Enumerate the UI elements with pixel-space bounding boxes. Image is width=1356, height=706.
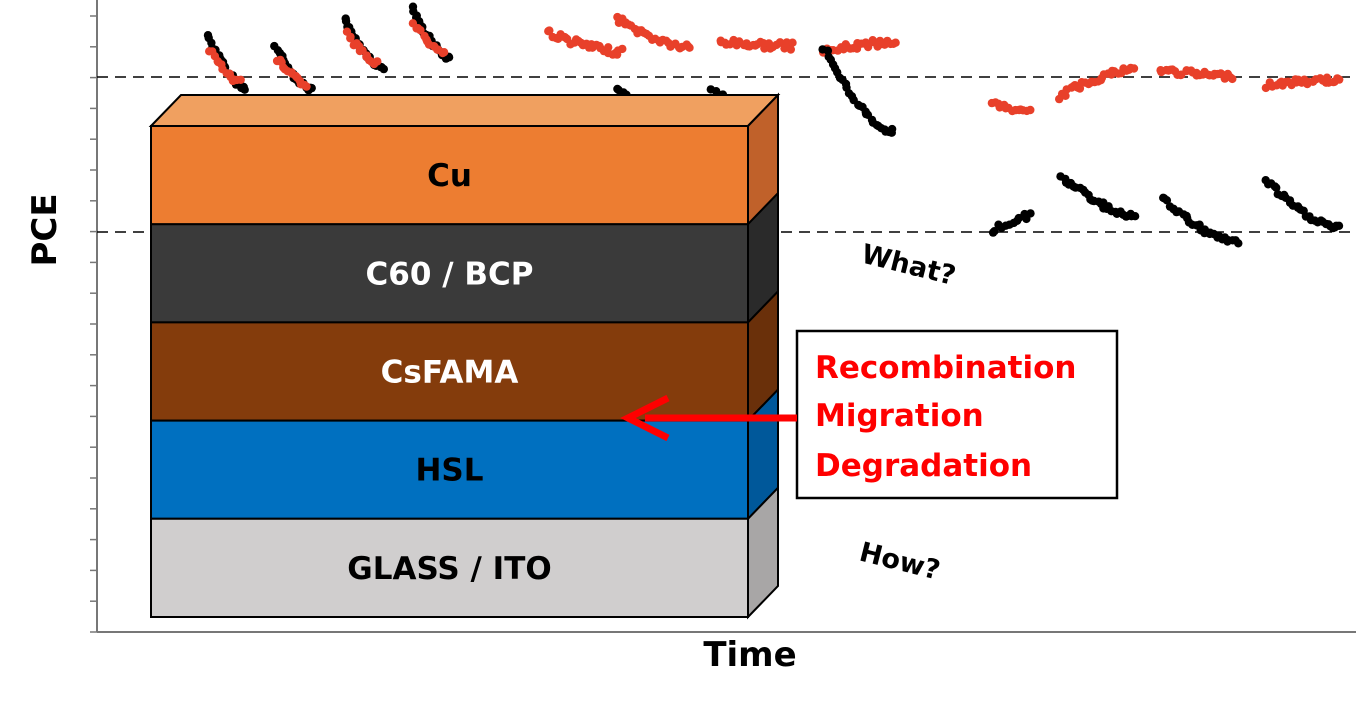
callout-arrowhead: [620, 394, 670, 442]
pce-point-red: [416, 26, 425, 35]
pce-point-black: [887, 128, 896, 137]
pce-point-red: [863, 42, 873, 52]
y-axis-label: PCE: [25, 193, 65, 266]
pce-point-red: [788, 38, 797, 47]
pce-point-black: [1334, 221, 1344, 230]
y-axis-ticks: [90, 15, 97, 633]
pce-point-black: [1272, 183, 1281, 192]
pce-point-black: [1234, 239, 1243, 248]
pce-traces: [203, 2, 1344, 248]
pce-point-red: [302, 82, 311, 91]
pce-point-red: [1026, 105, 1035, 115]
pce-point-black: [240, 85, 249, 94]
callout-box: [795, 329, 1119, 500]
pce-point-red: [775, 38, 785, 47]
layer-label-cu: Cu: [427, 158, 472, 194]
callout-line-recombination: Recombination: [815, 350, 1077, 386]
pce-point-red: [1228, 74, 1237, 84]
pce-point-red: [685, 43, 694, 52]
pce-point-black: [1130, 212, 1140, 221]
axes: [90, 0, 1356, 633]
mechanism-callout: Recombination Migration Degradation: [620, 329, 1119, 500]
pce-point-black: [990, 227, 999, 236]
callout-line-degradation: Degradation: [815, 448, 1032, 484]
layer-label-glass-ito: GLASS / ITO: [347, 551, 551, 587]
pce-point-red: [891, 38, 900, 47]
pce-point-red: [545, 26, 554, 35]
pce-point-red: [373, 57, 382, 66]
x-axis-label: Time: [703, 635, 796, 675]
pce-point-black: [1026, 209, 1035, 218]
pce-point-red: [618, 44, 627, 54]
pce-point-red: [439, 48, 449, 57]
stack-top-face: [148, 94, 781, 127]
layer-label-csfama: CsFAMA: [381, 355, 519, 391]
pce-point-red: [786, 45, 795, 54]
pce-point-red: [236, 75, 245, 85]
layer-label-hsl: HSL: [415, 453, 483, 489]
callout-line-migration: Migration: [815, 398, 984, 434]
pce-point-black: [379, 64, 388, 74]
pce-point-red: [1335, 75, 1344, 84]
pce-point-red: [346, 34, 355, 43]
pce-point-black: [823, 46, 833, 55]
pce-point-red: [1075, 84, 1085, 93]
pce-point-black: [1162, 196, 1172, 205]
layer-label-c60-bcp: C60 / BCP: [366, 256, 534, 292]
layer-glass-ito: [150, 517, 749, 618]
what-note: What?: [858, 239, 958, 292]
pce-point-red: [1061, 91, 1070, 101]
pce-point-red: [1129, 64, 1139, 73]
pce-point-red: [604, 43, 613, 52]
how-note: How?: [856, 537, 943, 587]
